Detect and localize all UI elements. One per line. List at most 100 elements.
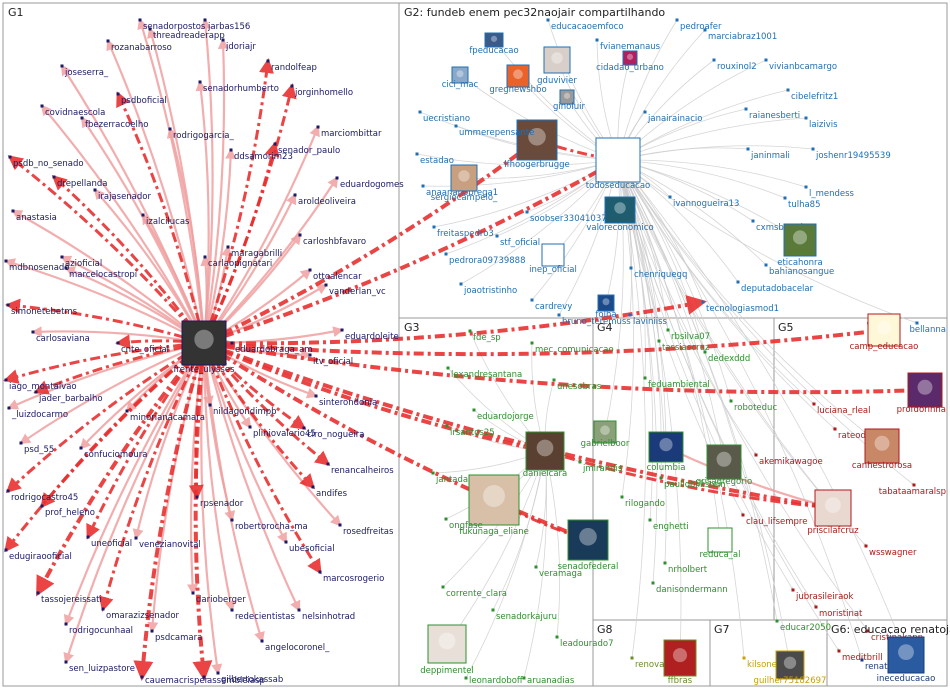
node-roboteduc[interactable]: roboteduc: [729, 399, 778, 414]
node-tabataamaralsp[interactable]: tabataamaralsp: [879, 483, 946, 498]
node-fde_sp[interactable]: fde_sp: [468, 329, 501, 344]
node-rodrigocunhaal[interactable]: rodrigocunhaal: [64, 622, 133, 637]
node-lrsantos25[interactable]: lrsantos25: [445, 424, 495, 439]
node-eduardoleite[interactable]: eduardoleite: [340, 328, 399, 343]
node-akemikawagoe[interactable]: akemikawagoe: [754, 453, 823, 468]
node-todoseducacao[interactable]: todoseducacao: [586, 137, 651, 191]
node-carlosaviana[interactable]: carlosaviana: [31, 330, 90, 345]
node-profdorinha[interactable]: profdorinha: [897, 372, 946, 415]
node-ottoalencar[interactable]: ottoalencar: [308, 268, 363, 283]
node-corrente_clara[interactable]: corrente_clara: [441, 585, 507, 600]
node-eduardojorge[interactable]: eduardojorge: [472, 408, 534, 423]
node-plinio[interactable]: pliniovalerio45: [248, 425, 316, 440]
node-soobser33041037[interactable]: soobser33041037: [525, 210, 607, 225]
node-priscilafcruz[interactable]: priscilafcruz: [807, 489, 859, 536]
node-enghetti[interactable]: enghetti: [648, 518, 689, 533]
node-psdboficial[interactable]: psdboficial: [116, 92, 167, 107]
node-aruanadias[interactable]: aruanadias: [522, 676, 575, 686]
node-veramaga[interactable]: veramaga: [534, 565, 583, 580]
node-fvianemanaus[interactable]: fvianemanaus: [595, 38, 661, 53]
node-unesobras[interactable]: unesobras: [552, 378, 602, 393]
node-lfhoogerbrugge[interactable]: lfhoogerbrugge: [504, 119, 570, 170]
node-nrholbert[interactable]: nrholbert: [663, 561, 708, 576]
node-renovabr[interactable]: renovabr: [630, 656, 674, 671]
node-rodrigogarcia_[interactable]: rodrigogarcia_: [168, 127, 235, 142]
node-mdbnosenado[interactable]: mdbnosenado: [4, 259, 70, 274]
node-ivannogueira13[interactable]: ivannogueira13: [668, 195, 740, 210]
node-cauemacrispel[interactable]: cauemacrisper: [140, 675, 209, 687]
node-vivianbcamargo[interactable]: vivianbcamargo: [764, 58, 838, 73]
node-psdcamara[interactable]: psdcamara: [150, 629, 203, 644]
node-itv_oficial[interactable]: itv_oficial: [308, 353, 354, 368]
node-l_mendess[interactable]: l_mendess: [804, 185, 855, 200]
node-marciombittar[interactable]: marciombittar: [316, 125, 382, 140]
node-jarbas156[interactable]: jarbas156: [203, 18, 251, 33]
node-psdb_no_senado[interactable]: psdb_no_senado: [8, 155, 84, 170]
node-ummerepensante[interactable]: ummerepensante: [454, 124, 535, 139]
node-folha[interactable]: folha: [595, 294, 617, 320]
node-anastasia[interactable]: anastasia: [11, 209, 57, 224]
node-stf_oficial[interactable]: stf_oficial: [495, 234, 541, 249]
node-tassiascruz[interactable]: tassiascruz: [657, 339, 710, 354]
node-gduvivier[interactable]: gduvivier: [537, 46, 577, 86]
node-marcosrogerio[interactable]: marcosrogerio: [318, 570, 385, 585]
node-ubesoficial[interactable]: ubesoficial: [284, 540, 335, 555]
node-renancalheiros[interactable]: renancalheiros: [326, 462, 395, 477]
node-cici_mac[interactable]: cici_mac: [442, 66, 479, 90]
node-marciabraz1001[interactable]: marciabraz1001: [703, 28, 778, 43]
node-jubrasileiraok[interactable]: jubrasileiraok: [791, 588, 854, 603]
node-rateodoro[interactable]: rateodoro: [833, 427, 880, 442]
node-izalcilucas[interactable]: izalcilucas: [141, 213, 191, 228]
node-cnte_oficial[interactable]: cnte_oficial: [116, 341, 170, 356]
node-wsswagner[interactable]: wsswagner: [864, 544, 917, 559]
node-bruno_teremuss[interactable]: bruno_teremuss: [557, 313, 632, 328]
node-luciana_rleal[interactable]: luciana_rleal: [812, 402, 871, 417]
node-fpeducacao[interactable]: fpeducacao: [469, 32, 519, 56]
node-jader_barbalho[interactable]: jader_barbalho: [34, 390, 103, 405]
node-redecientistas[interactable]: redecientistas: [230, 608, 296, 623]
node-inep_oficial[interactable]: inep_oficial: [529, 243, 577, 275]
node-sinterondonia[interactable]: sinterondonia: [314, 394, 378, 409]
node-valoreconomico[interactable]: valoreconomico: [586, 196, 654, 233]
node-jmirandis[interactable]: jmirandis: [578, 460, 623, 475]
node-jdoriajr[interactable]: jdoriajr: [221, 38, 257, 53]
node-janinmali[interactable]: janinmali: [746, 147, 790, 162]
node-jorginhomello[interactable]: jorginhomello: [290, 84, 354, 99]
node-cxmsbored[interactable]: cxmsbored: [751, 219, 803, 234]
node-uecristiano[interactable]: uecristiano: [418, 110, 471, 125]
node-tecnologiasmod1[interactable]: tecnologiasmod1: [701, 300, 780, 315]
node-fbezerracoelho[interactable]: fbezerracoelho: [80, 116, 149, 131]
node-fukunaga_eliane[interactable]: fukunaga_eliane: [459, 474, 529, 537]
node-omarazizsenador[interactable]: omarazizsenador: [101, 607, 180, 622]
node-venezianovital[interactable]: venezianovital: [134, 536, 201, 551]
node-senador_paulo[interactable]: senador_paulo: [273, 142, 341, 157]
node-drepellanda[interactable]: drepellanda: [52, 175, 108, 190]
node-prof_heleno[interactable]: prof_heleno: [40, 504, 95, 519]
node-paulloblikstein[interactable]: paulloblikstein: [659, 476, 726, 491]
node-ineceducacao[interactable]: ineceducacao: [877, 636, 936, 684]
node-ongfase[interactable]: ongfase: [444, 517, 483, 532]
node-maragabrilli[interactable]: maragabrilli: [226, 245, 283, 260]
node-andifes[interactable]: andifes: [311, 485, 348, 500]
node-deppimentel[interactable]: deppimentel: [420, 624, 474, 676]
node-reduca_al[interactable]: reduca_al: [699, 527, 741, 560]
node-educacaoemfoco[interactable]: educacaoemfoco: [546, 18, 624, 33]
node-chenriquegq[interactable]: chenriquegq: [629, 266, 688, 281]
node-feduambiental[interactable]: feduambiental: [643, 376, 710, 391]
node-carlaopignatari[interactable]: carlaopignatari: [203, 255, 273, 270]
node-marcelocastropi[interactable]: marcelocastropi: [64, 266, 138, 281]
node-laviniiss[interactable]: laviniiss: [628, 313, 668, 328]
node-jantadadopdt[interactable]: jantadadopdt: [431, 471, 494, 486]
node-canhestrorosa[interactable]: canhestrorosa: [852, 428, 912, 471]
node-frente_ulysses[interactable]: frente_ulysses: [173, 320, 235, 375]
node-ciro_nogueira[interactable]: ciro_nogueira: [302, 426, 365, 441]
node-mec_comunicacao[interactable]: mec_comunicacao: [530, 341, 614, 356]
node-danielcara[interactable]: danielcara: [523, 431, 568, 479]
node-leadourado7[interactable]: leadourado7: [555, 635, 614, 650]
node-rosedfreitas[interactable]: rosedfreitas: [338, 523, 394, 538]
node-bellanna[interactable]: bellanna: [909, 321, 946, 336]
node-anaananobrega1[interactable]: anaananobrega1: [421, 184, 499, 199]
node-moristinat[interactable]: moristinat: [814, 605, 864, 620]
node-raianesberti[interactable]: raianesberti: [744, 107, 801, 122]
node-rozanabarroso[interactable]: rozanabarroso: [106, 39, 172, 54]
